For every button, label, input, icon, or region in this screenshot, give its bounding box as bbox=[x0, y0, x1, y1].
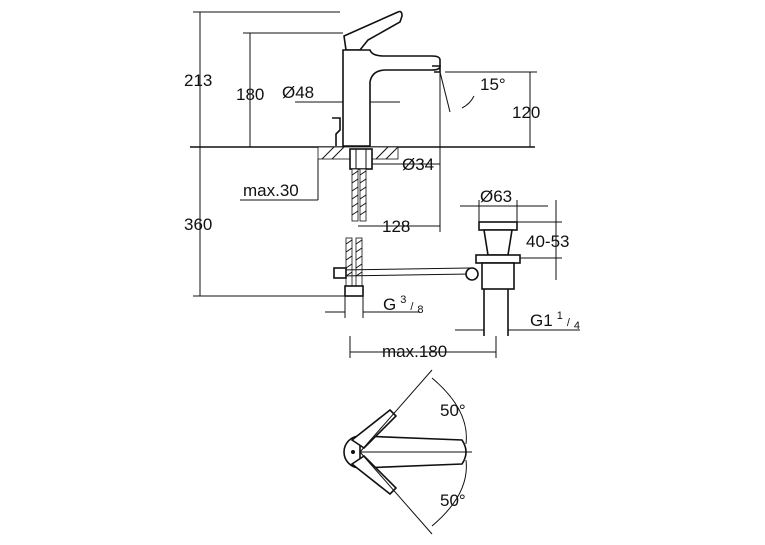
faucet-body bbox=[342, 49, 441, 147]
faucet-side-view bbox=[190, 10, 535, 297]
label-outlet-height: 120 bbox=[512, 103, 540, 122]
label-waste-thread: G1 1 / 4 bbox=[530, 306, 580, 332]
dimension-lines bbox=[193, 11, 580, 358]
faucet-lever bbox=[343, 10, 403, 51]
dimension-labels: 213 180 Ø48 15° 120 Ø34 max.30 360 128 Ø… bbox=[184, 71, 580, 510]
label-mount-hole: Ø34 bbox=[402, 155, 434, 174]
label-waste-diameter: Ø63 bbox=[480, 187, 512, 206]
faucet-top-view bbox=[343, 369, 472, 535]
label-spout-angle: 15° bbox=[480, 75, 506, 94]
label-reach: 128 bbox=[382, 217, 410, 236]
label-waste-range: 40-53 bbox=[526, 232, 569, 251]
pull-rod bbox=[333, 267, 471, 279]
aerator bbox=[432, 65, 441, 73]
label-total-height: 213 bbox=[184, 71, 212, 90]
label-supply-thread: G 3 / 8 bbox=[383, 290, 424, 316]
label-lever-angle-bottom: 50° bbox=[440, 491, 466, 510]
mount-nut bbox=[349, 148, 373, 170]
waste-valve bbox=[465, 221, 521, 336]
label-lever-angle-top: 50° bbox=[440, 401, 466, 420]
label-spout-height: 180 bbox=[236, 85, 264, 104]
deck-hatching bbox=[321, 146, 399, 160]
label-body-diameter: Ø48 bbox=[282, 83, 314, 102]
label-pullrod-length: max.180 bbox=[382, 342, 447, 361]
label-deck-thickness: max.30 bbox=[243, 181, 299, 200]
popup-knob bbox=[332, 117, 341, 146]
label-below-deck: 360 bbox=[184, 215, 212, 234]
supply-hoses bbox=[344, 168, 367, 297]
